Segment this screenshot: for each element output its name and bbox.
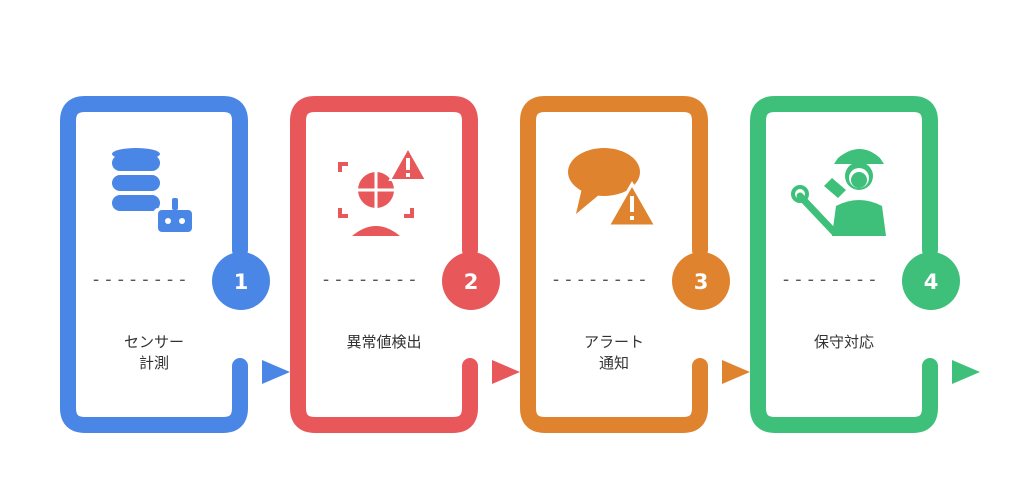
step-1-number: 1 [234,270,249,294]
step-3-frame [520,96,708,433]
step-2-number: 2 [464,270,479,294]
step-4-divider: -------- [781,269,880,290]
database-sensor-icon [112,148,194,232]
step-4-arrow-icon [930,360,980,384]
step-4-number: 4 [924,270,939,294]
anomaly-radar-warning-icon [338,145,428,236]
step-4-label: 保守対応 [813,333,874,351]
step-4-frame [750,96,938,433]
step-2-frame [290,96,478,433]
maintenance-worker-icon [791,149,886,236]
step-4-badge [902,252,960,310]
step-3-badge [672,252,730,310]
step-1: 1 -------- [60,96,290,433]
alert-message-icon [568,148,659,228]
step-3-arrow-icon [700,360,750,384]
step-1-arrow-icon [240,360,290,384]
step-2: 2 -------- [290,96,520,433]
step-3: 3 -------- [520,96,750,433]
step-1-frame [60,96,248,433]
step-1-badge [212,252,270,310]
step-2-arrow-icon [470,360,520,384]
step-3-label: アラート 通知 [583,333,644,372]
step-2-divider: -------- [321,269,420,290]
step-3-number: 3 [694,270,709,294]
step-1-divider: -------- [91,269,190,290]
step-2-label: 異常値検出 [346,333,422,351]
step-4: 4 -------- [750,96,980,433]
step-2-badge [442,252,500,310]
step-3-divider: -------- [551,269,650,290]
step-1-label: センサー 計測 [123,333,184,372]
